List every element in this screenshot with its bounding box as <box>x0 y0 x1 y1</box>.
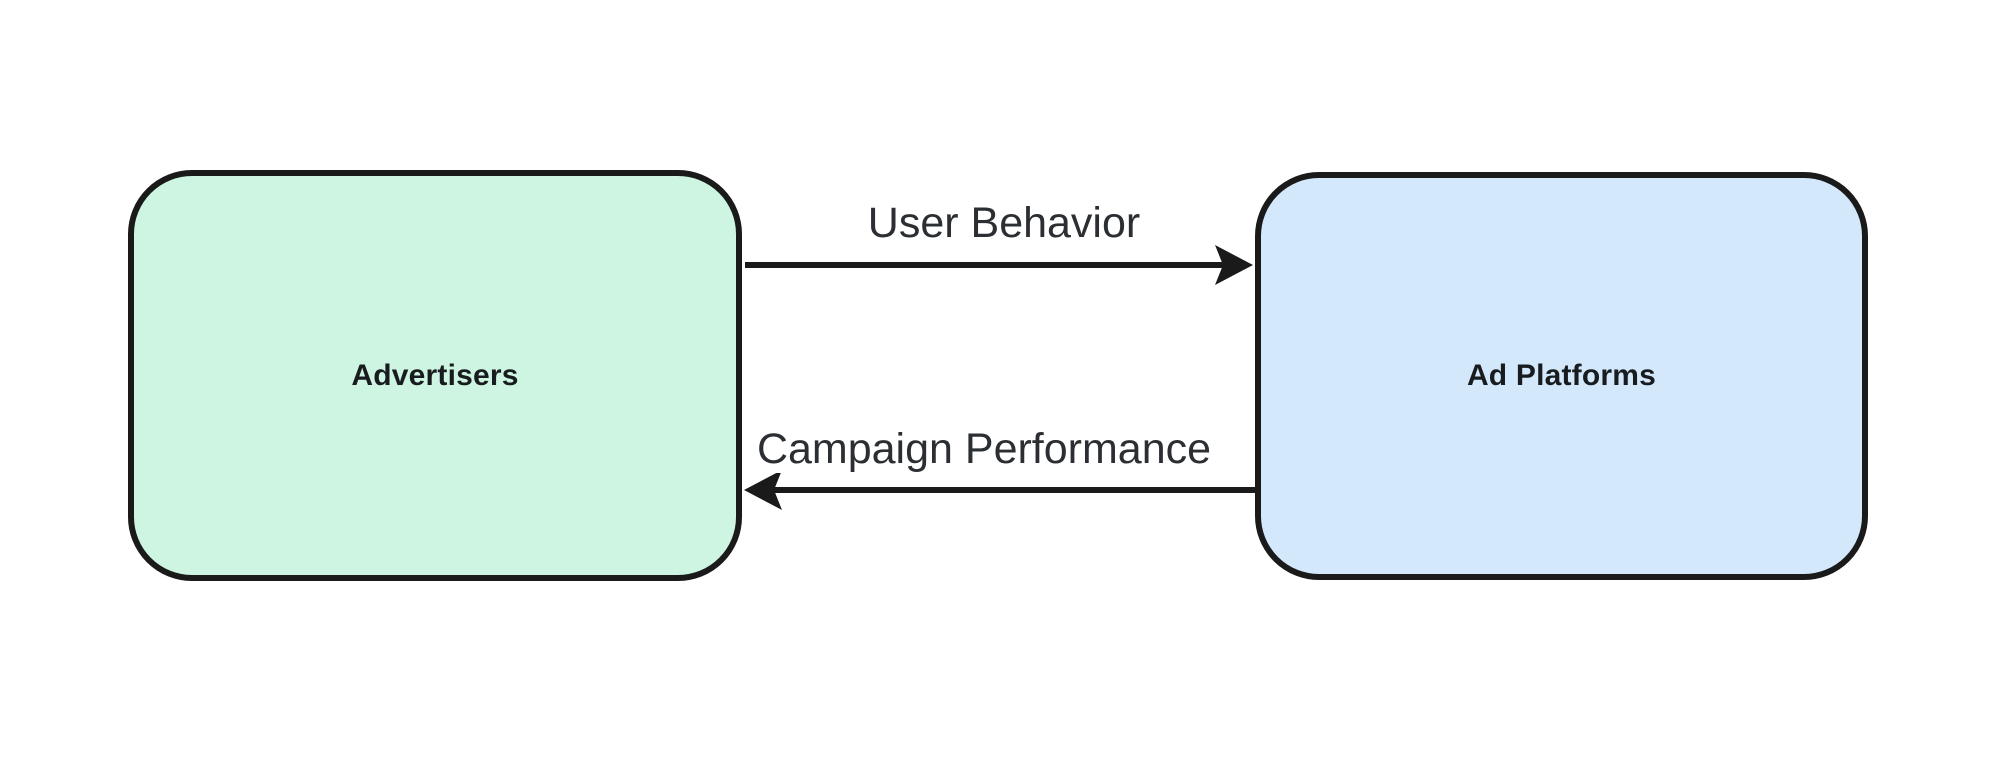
arrow-left-icon <box>744 470 782 510</box>
node-advertisers-label: Advertisers <box>351 358 519 392</box>
node-advertisers: Advertisers <box>128 170 742 581</box>
edge-campaign-performance <box>744 470 1255 510</box>
edge-user-behavior <box>745 245 1253 285</box>
edge-label-campaign-performance: Campaign Performance <box>750 425 1218 474</box>
arrow-right-icon <box>1215 245 1253 285</box>
node-ad-platforms-label: Ad Platforms <box>1466 359 1657 392</box>
edge-label-user-behavior: User Behavior <box>861 199 1147 248</box>
node-ad-platforms: Ad Platforms <box>1255 172 1868 580</box>
